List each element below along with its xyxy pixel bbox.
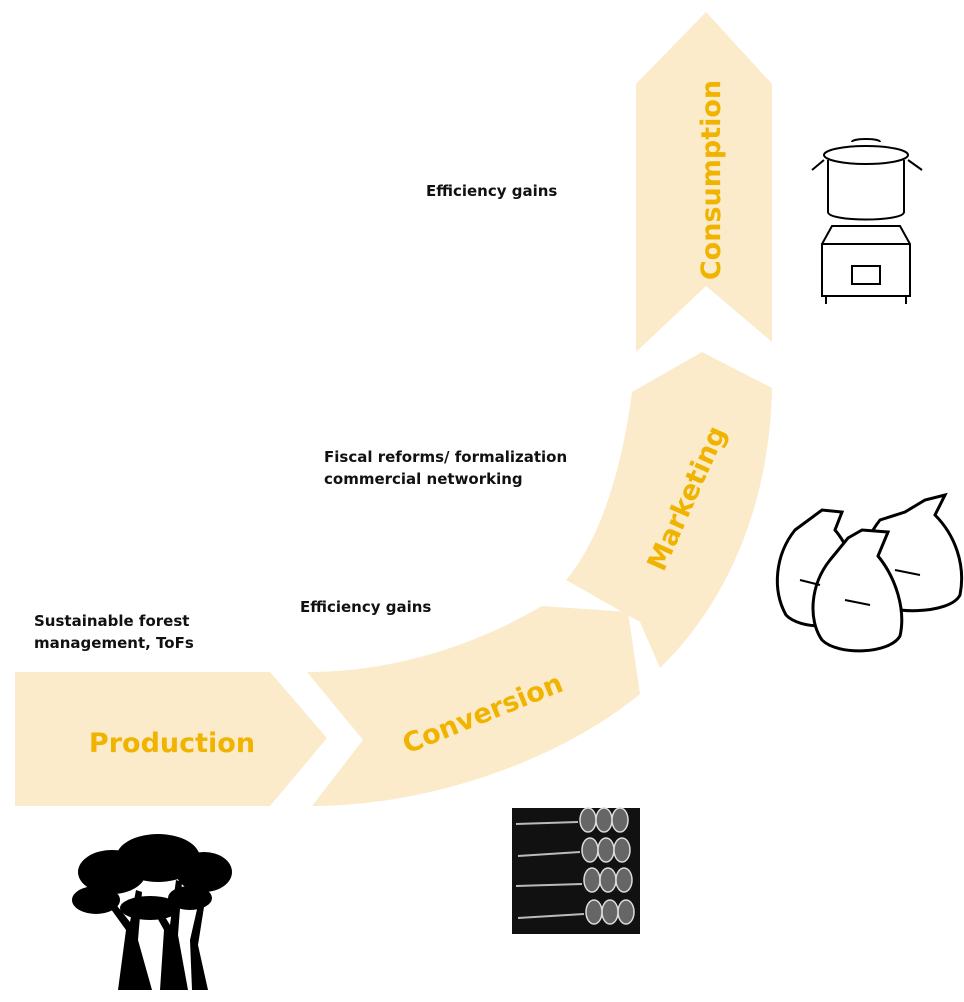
marketing-arrow — [566, 352, 772, 668]
charcoal-sacks-icon — [775, 492, 964, 653]
production-label: Production — [89, 728, 255, 759]
marketing-note-line-1: Fiscal reforms/ formalization — [324, 448, 568, 466]
production-arrow — [15, 672, 327, 806]
stacked-wood-logs-icon — [512, 807, 640, 934]
production-note-line-1: Sustainable forest — [34, 612, 190, 630]
cooking-pot-on-stove-icon — [811, 138, 923, 304]
conversion-arrow — [307, 606, 640, 806]
consumption-note: Efficiency gains — [426, 182, 558, 200]
marketing-note-line-2: commercial networking — [324, 470, 523, 488]
marketing-note: Fiscal reforms/ formalization commercial… — [324, 446, 567, 490]
production-note-line-2: management, ToFs — [34, 634, 194, 652]
trees-icon — [72, 834, 232, 990]
consumption-label: Consumption — [696, 80, 727, 280]
conversion-note: Efficiency gains — [300, 598, 432, 616]
production-note: Sustainable forest management, ToFs — [34, 610, 194, 654]
consumption-arrow — [636, 12, 772, 352]
